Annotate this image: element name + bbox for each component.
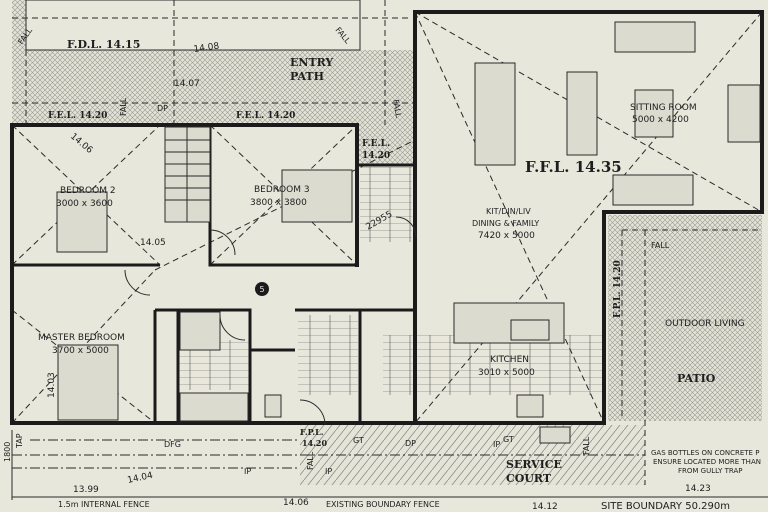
- fel-entry-label: F.E.L.: [362, 139, 390, 149]
- bed-bedroom3: [281, 169, 353, 223]
- internal-fence-label: 1.5m INTERNAL FENCE: [58, 500, 150, 509]
- sofa-top: [614, 21, 696, 53]
- boundary-fence-label: EXISTING BOUNDARY FENCE: [326, 500, 440, 509]
- site-boundary-label: SITE BOUNDARY 50.290m: [601, 501, 730, 512]
- kitchen-size: 3010 x 5000: [478, 368, 535, 378]
- gt-label: GT: [353, 436, 364, 445]
- kitchen-tiles: [383, 335, 604, 395]
- bedroom3-size: 3800 x 3800: [250, 198, 307, 208]
- fel-left-label: F.E.L. 14.20: [48, 111, 107, 121]
- entry-path-area: [12, 50, 415, 125]
- spot-level: 14.04: [127, 471, 155, 486]
- fel-mid-label: F.E.L. 14.20: [236, 111, 295, 121]
- kitchen-name: KITCHEN: [490, 355, 529, 365]
- sofa-middle: [566, 71, 598, 156]
- family-name: KIT/DIN/LIV: [486, 207, 531, 216]
- sofa-bottom: [612, 174, 694, 206]
- ffl-label: F.F.L. 14.35: [525, 158, 622, 176]
- dfg-label: DFG: [164, 440, 181, 449]
- fel-entry-value: 14.20: [362, 151, 390, 161]
- cooktop: [516, 394, 544, 418]
- sitting-size: 5000 x 4200: [632, 115, 689, 125]
- marker-5: [255, 282, 269, 296]
- fall-label: FALL: [651, 241, 670, 250]
- coffee-table: [634, 89, 674, 138]
- master-name: MASTER BEDROOM: [38, 333, 125, 343]
- service-court-label-2: COURT: [506, 472, 552, 485]
- marker-5-label: 5: [259, 285, 264, 294]
- fdl-label: F.D.L. 14.15: [67, 38, 140, 51]
- dp-label: DP: [405, 439, 416, 448]
- entry-path-label: ENTRY: [290, 56, 333, 69]
- outdoor-living-label: OUTDOOR LIVING: [665, 319, 745, 329]
- sink: [510, 319, 550, 341]
- spot-level: 14.06: [68, 132, 94, 156]
- gt-label: GT: [503, 435, 514, 444]
- front-hatch-strip: [12, 0, 26, 125]
- sitting-name: SITTING ROOM: [630, 103, 697, 113]
- entry-tiles: [360, 167, 412, 242]
- fall-label: FALL: [306, 451, 315, 470]
- spot-level: 14.23: [685, 484, 711, 494]
- fall-label: FALL: [333, 26, 352, 46]
- bedroom2-name: BEDROOM 2: [60, 186, 116, 196]
- patio-label: PATIO: [677, 372, 716, 385]
- spot-level: 14.03: [47, 372, 57, 398]
- gas-note-2: ENSURE LOCATED MORE THAN: [653, 458, 761, 466]
- dp-label: DP: [157, 104, 168, 113]
- spot-level: 14.08: [193, 41, 220, 55]
- fall-label: FALL: [391, 99, 403, 119]
- shower: [179, 311, 221, 351]
- spot-level: 14.12: [532, 502, 558, 512]
- bedroom3-name: BEDROOM 3: [254, 185, 310, 195]
- gas-bottles: [539, 426, 571, 444]
- ip-label: IP: [244, 467, 251, 476]
- family-name-2: DINING & FAMILY: [472, 219, 539, 228]
- bed-bedroom2: [56, 191, 108, 253]
- bedroom2-size: 3000 x 3600: [56, 199, 113, 209]
- ip-label: IP: [325, 467, 332, 476]
- dim-1800-label: 1800: [3, 442, 12, 462]
- spot-level: 13.99: [73, 485, 99, 495]
- bathtub: [179, 392, 249, 422]
- ip-label: IP: [493, 440, 500, 449]
- fpl-service-value: 14.20: [302, 438, 327, 448]
- tap-label: TAP: [15, 433, 24, 449]
- dining-table: [474, 62, 516, 166]
- fpl-patio-label: F.P.L. 14.20: [613, 260, 623, 318]
- bed-master: [57, 344, 119, 421]
- fireplace: [727, 84, 761, 143]
- fall-label: FALL: [582, 436, 591, 455]
- family-size: 7420 x 5000: [478, 231, 535, 241]
- master-size: 3700 x 5000: [52, 346, 109, 356]
- fall-label: FALL: [119, 97, 128, 116]
- spot-level: 14.07: [174, 79, 200, 89]
- spot-level: 14.06: [283, 498, 309, 508]
- gas-note-3: FROM GULLY TRAP: [678, 467, 742, 475]
- gas-note-1: GAS BOTTLES ON CONCRETE P: [651, 449, 759, 457]
- entry-landing: [357, 125, 415, 165]
- entry-path-label-2: PATH: [290, 70, 324, 83]
- spot-level: 14.05: [140, 238, 166, 248]
- laundry-tiles: [298, 315, 358, 395]
- toilet: [264, 394, 282, 418]
- service-court-label: SERVICE: [506, 458, 562, 471]
- interior-walls: [12, 125, 606, 423]
- patio-area: [608, 215, 762, 421]
- fpl-service-label: F.P.L.: [300, 427, 324, 437]
